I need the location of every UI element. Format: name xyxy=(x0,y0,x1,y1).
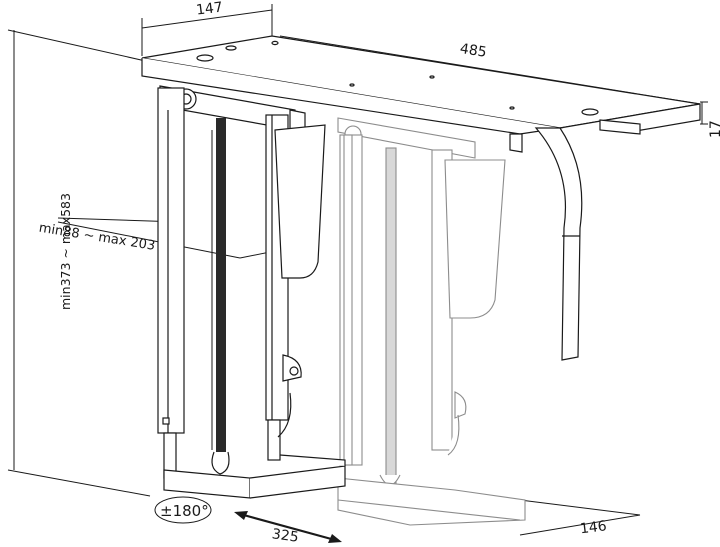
dim-rail-thickness: 17 xyxy=(708,120,720,138)
locking-lever xyxy=(277,354,302,438)
adjustment-spring-strap xyxy=(211,118,230,475)
slide-arrow-icon xyxy=(234,511,342,543)
dim-width-range: min88 ~ max 203 xyxy=(38,221,156,254)
ghost-slid-position xyxy=(337,117,526,526)
hanging-flap xyxy=(274,124,326,279)
base-tray xyxy=(163,454,346,499)
dim-top-width: 147 xyxy=(195,0,223,19)
cable-strap xyxy=(534,127,583,361)
dim-rotation: ±180° xyxy=(160,502,209,520)
dim-top-length: 485 xyxy=(459,41,488,61)
mounting-plate xyxy=(141,35,701,153)
rotation-icon xyxy=(154,496,212,524)
dim-height-range: min373 ~ max583 xyxy=(58,193,73,310)
dim-base-depth: 146 xyxy=(579,518,608,537)
dim-slide-travel: 325 xyxy=(271,526,300,543)
